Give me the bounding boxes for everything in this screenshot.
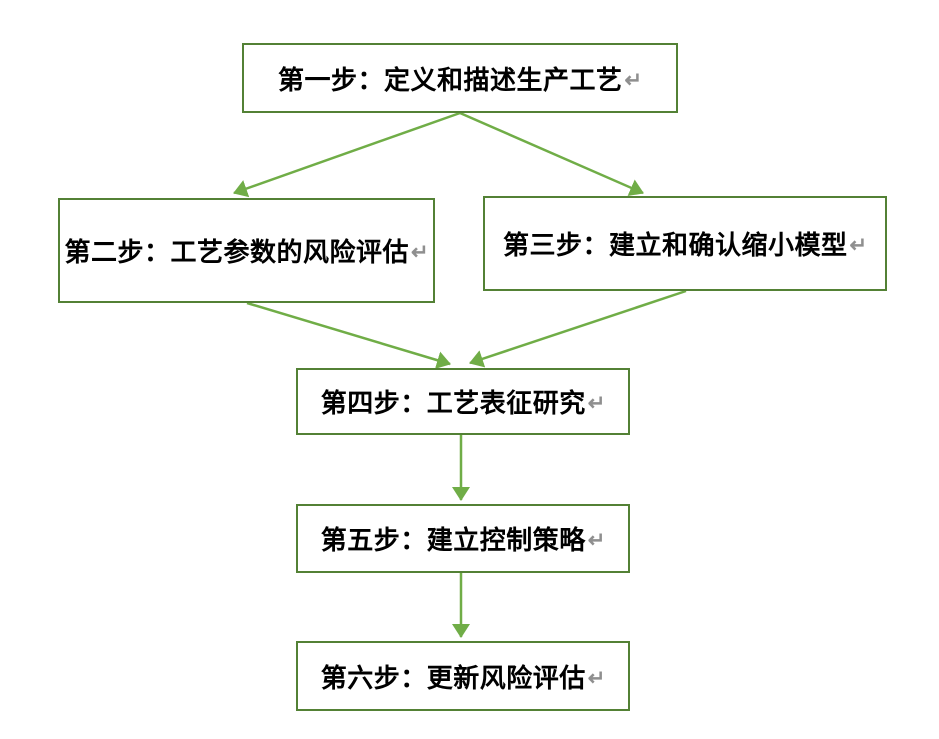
arrow-step1-to-step2 (233, 111, 461, 198)
flow-box-step4: 第四步：工艺表征研究↵ (296, 368, 630, 435)
arrow-step1-to-step3 (459, 111, 644, 197)
flow-box-step1-label: 第一步：定义和描述生产工艺 (277, 64, 623, 95)
arrow-step3-to-step4 (469, 289, 687, 368)
flow-box-step5-label: 第五步：建立控制策略 (320, 525, 586, 555)
flow-box-step3-label: 第三步：建立和确认缩小模型 (502, 230, 848, 260)
arrow-step2-to-step4 (246, 301, 451, 369)
paragraph-return-mark: ↵ (624, 68, 643, 92)
flow-box-step1: 第一步：定义和描述生产工艺↵ (242, 43, 678, 113)
paragraph-return-mark: ↵ (587, 529, 606, 552)
flow-box-step2: 第二步：工艺参数的风险评估↵ (58, 198, 435, 303)
flow-box-step5: 第五步：建立控制策略↵ (296, 504, 630, 573)
paragraph-return-mark: ↵ (587, 666, 606, 690)
flow-box-step2-label: 第二步：工艺参数的风险评估 (64, 237, 409, 267)
flow-box-step3: 第三步：建立和确认缩小模型↵ (483, 196, 887, 291)
paragraph-return-mark: ↵ (587, 392, 606, 415)
flow-box-step4-label: 第四步：工艺表征研究 (320, 388, 586, 418)
paragraph-return-mark: ↵ (849, 234, 868, 257)
flow-box-step6: 第六步：更新风险评估↵ (296, 641, 630, 711)
flow-box-step6-label: 第六步：更新风险评估 (320, 662, 586, 693)
paragraph-return-mark: ↵ (410, 241, 429, 264)
